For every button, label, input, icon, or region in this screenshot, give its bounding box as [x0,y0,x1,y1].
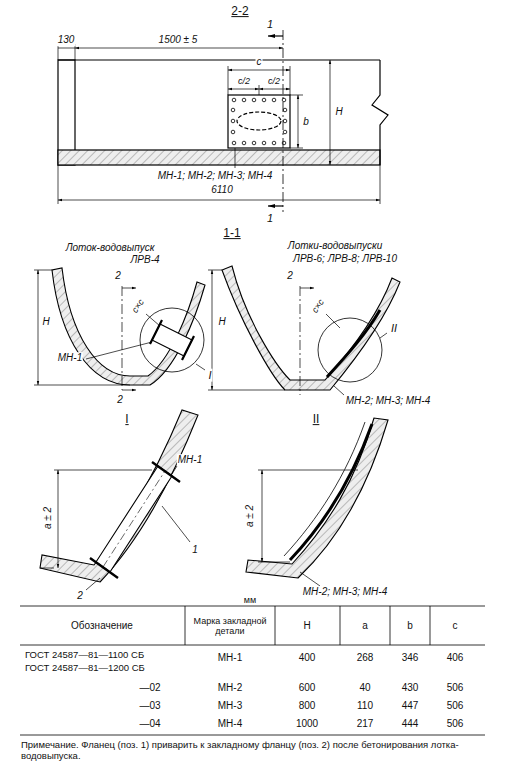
drawing-label: МН-1 [177,454,203,466]
table-header: a [361,620,369,632]
bolt-hole [272,98,276,102]
table-cell: 600 [298,682,317,694]
drawing-label: 130 [57,34,76,46]
table-cell: ГОСТ 24587—81—1100 СБ [24,650,145,661]
table-cell: 800 [298,700,317,712]
drawing-label: Лотки-водовыпуски [287,240,383,252]
unit-label: мм [243,595,257,605]
table-header: Обозначение [70,620,134,632]
table-cell: 430 [401,682,420,694]
section-title: 2-2 [230,5,249,19]
table-cell: 346 [401,652,420,664]
drawing-label: H [41,316,50,328]
bolt-hole [283,108,287,112]
bolt-hole [283,130,287,134]
trough-section-left [34,268,205,390]
table-cell: 506 [446,682,465,694]
section-title: 1-1 [222,227,241,241]
bolt-hole [231,108,235,112]
drawing-label: 2 [76,590,84,602]
table-cell: МН-3 [217,700,243,712]
table-cell: 444 [401,718,420,730]
drawing-label: МН-2; МН-3; МН-4 [345,395,431,407]
table-cell: —04 [138,718,161,730]
drawing-label: H [217,316,226,328]
section-title: II [312,413,321,427]
note-text: Примечание. Фланец (поз. 1) приварить к … [20,740,490,762]
table-cell: МН-1 [217,652,243,664]
drawing-label: c/2 [267,76,281,86]
drawing-label: ЛРВ-4 [129,254,160,266]
table-cell: 506 [446,700,465,712]
drawing-label: 1 [266,212,274,225]
drawing-label: МН-1; МН-2; МН-3; МН-4 [157,170,273,182]
table-cell: —02 [138,682,161,694]
drawing-label: МН-2; МН-3; МН-4 [302,586,388,598]
drawing-label: 2 [286,270,294,282]
table-cell: 506 [446,718,465,730]
drawing-label: Лоток-водовыпуск [65,242,156,254]
table-cell: МН-4 [217,718,243,730]
table-cell: 447 [401,700,420,712]
drawing-label: ЛРВ-6; ЛРВ-8; ЛРВ-10 [292,253,398,265]
drawing-label: 1 [191,544,199,556]
longitudinal-section [58,30,388,212]
bolt-hole [232,141,236,145]
table-cell: 400 [298,652,317,664]
section-title: I [124,413,129,427]
table-cell: ГОСТ 24587—81—1200 СБ [24,663,146,674]
table-header: Марка закладной детали [187,616,273,637]
bolt-hole [242,141,246,145]
table-header: b [406,620,414,632]
spec-table [20,606,485,735]
bolt-hole [242,98,246,102]
table-cell: 217 [356,718,375,730]
drawing-label: b [302,116,310,128]
bolt-hole [272,141,276,145]
drawing-label: МН-1 [57,352,83,364]
table-header: H [302,620,311,632]
drawing-label: 1 [266,18,274,31]
bolt-hole [252,141,256,145]
trough-section-right [208,266,400,395]
table-cell: 406 [446,652,465,664]
bolt-hole [232,98,236,102]
bolt-hole [231,119,235,123]
table-cell: —03 [138,700,161,712]
detail-two [246,418,388,586]
drawing-label: c [256,56,263,68]
drawing-label: I [207,369,212,382]
detail-one [40,410,198,590]
table-cell: 1000 [295,718,319,730]
bolt-hole [283,119,287,123]
drawing-label: 2 [114,270,122,282]
table-header: c [452,620,459,632]
drawing-label: 1500 ± 5 [158,34,199,46]
bolt-hole [231,130,235,134]
drawing-label: 6110 [210,184,234,196]
drawing-label: a ± 2 [42,506,54,530]
bolt-hole [262,98,266,102]
drawing-label: 2 [116,394,124,406]
bolt-hole [252,98,256,102]
table-cell: 110 [356,700,374,712]
drawing-label: c×c [309,296,327,315]
drawing-label: II [390,322,398,335]
drawing-label: c/2 [237,76,251,86]
table-cell: МН-2 [217,682,243,694]
table-cell: 40 [358,682,371,694]
drawing-label: c×c [129,296,147,315]
bolt-hole [262,141,266,145]
drawing-label: a ± 2 [244,504,256,528]
drawing-label: H [334,106,343,118]
table-cell: 268 [356,652,375,664]
